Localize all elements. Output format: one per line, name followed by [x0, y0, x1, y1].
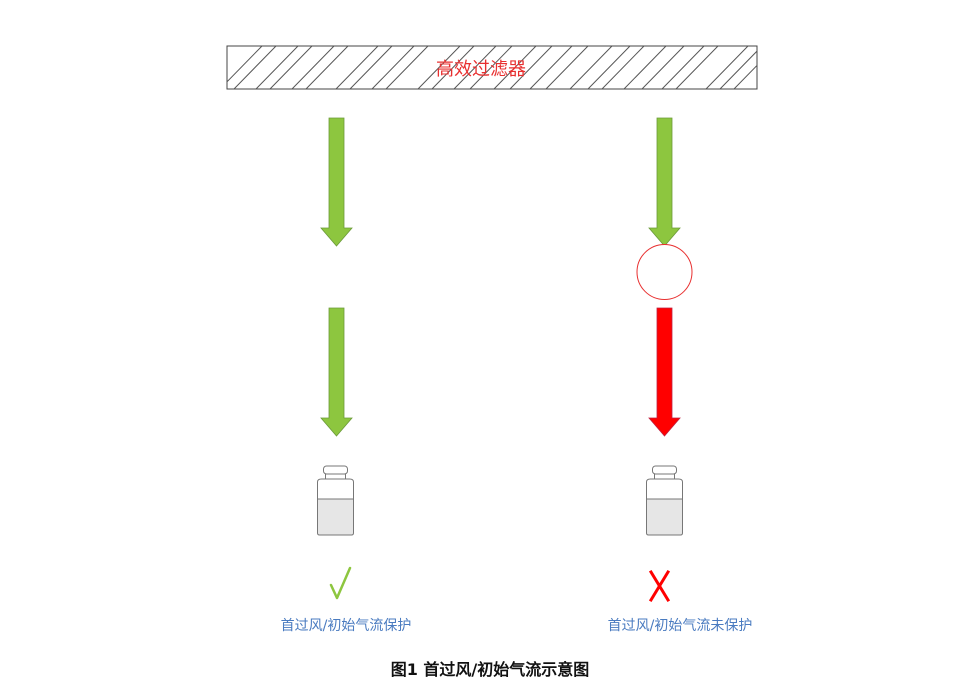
- cross-icon: [648, 569, 671, 603]
- right-lower-arrow: [648, 307, 681, 437]
- left-upper-arrow: [320, 117, 353, 247]
- left-lower-arrow: [320, 307, 353, 437]
- filter-label: 高效过滤器: [436, 59, 526, 80]
- hepa-filter: [226, 45, 758, 90]
- left-vial-icon: [317, 465, 354, 536]
- right-caption: 首过风/初始气流未保护: [607, 618, 753, 634]
- left-caption: 首过风/初始气流保护: [280, 618, 412, 634]
- obstacle-circle: [636, 244, 693, 300]
- check-icon: [329, 566, 352, 600]
- right-upper-arrow: [648, 117, 681, 247]
- figure-caption: 图1 首过风/初始气流示意图: [390, 660, 590, 679]
- right-vial-icon: [646, 465, 683, 536]
